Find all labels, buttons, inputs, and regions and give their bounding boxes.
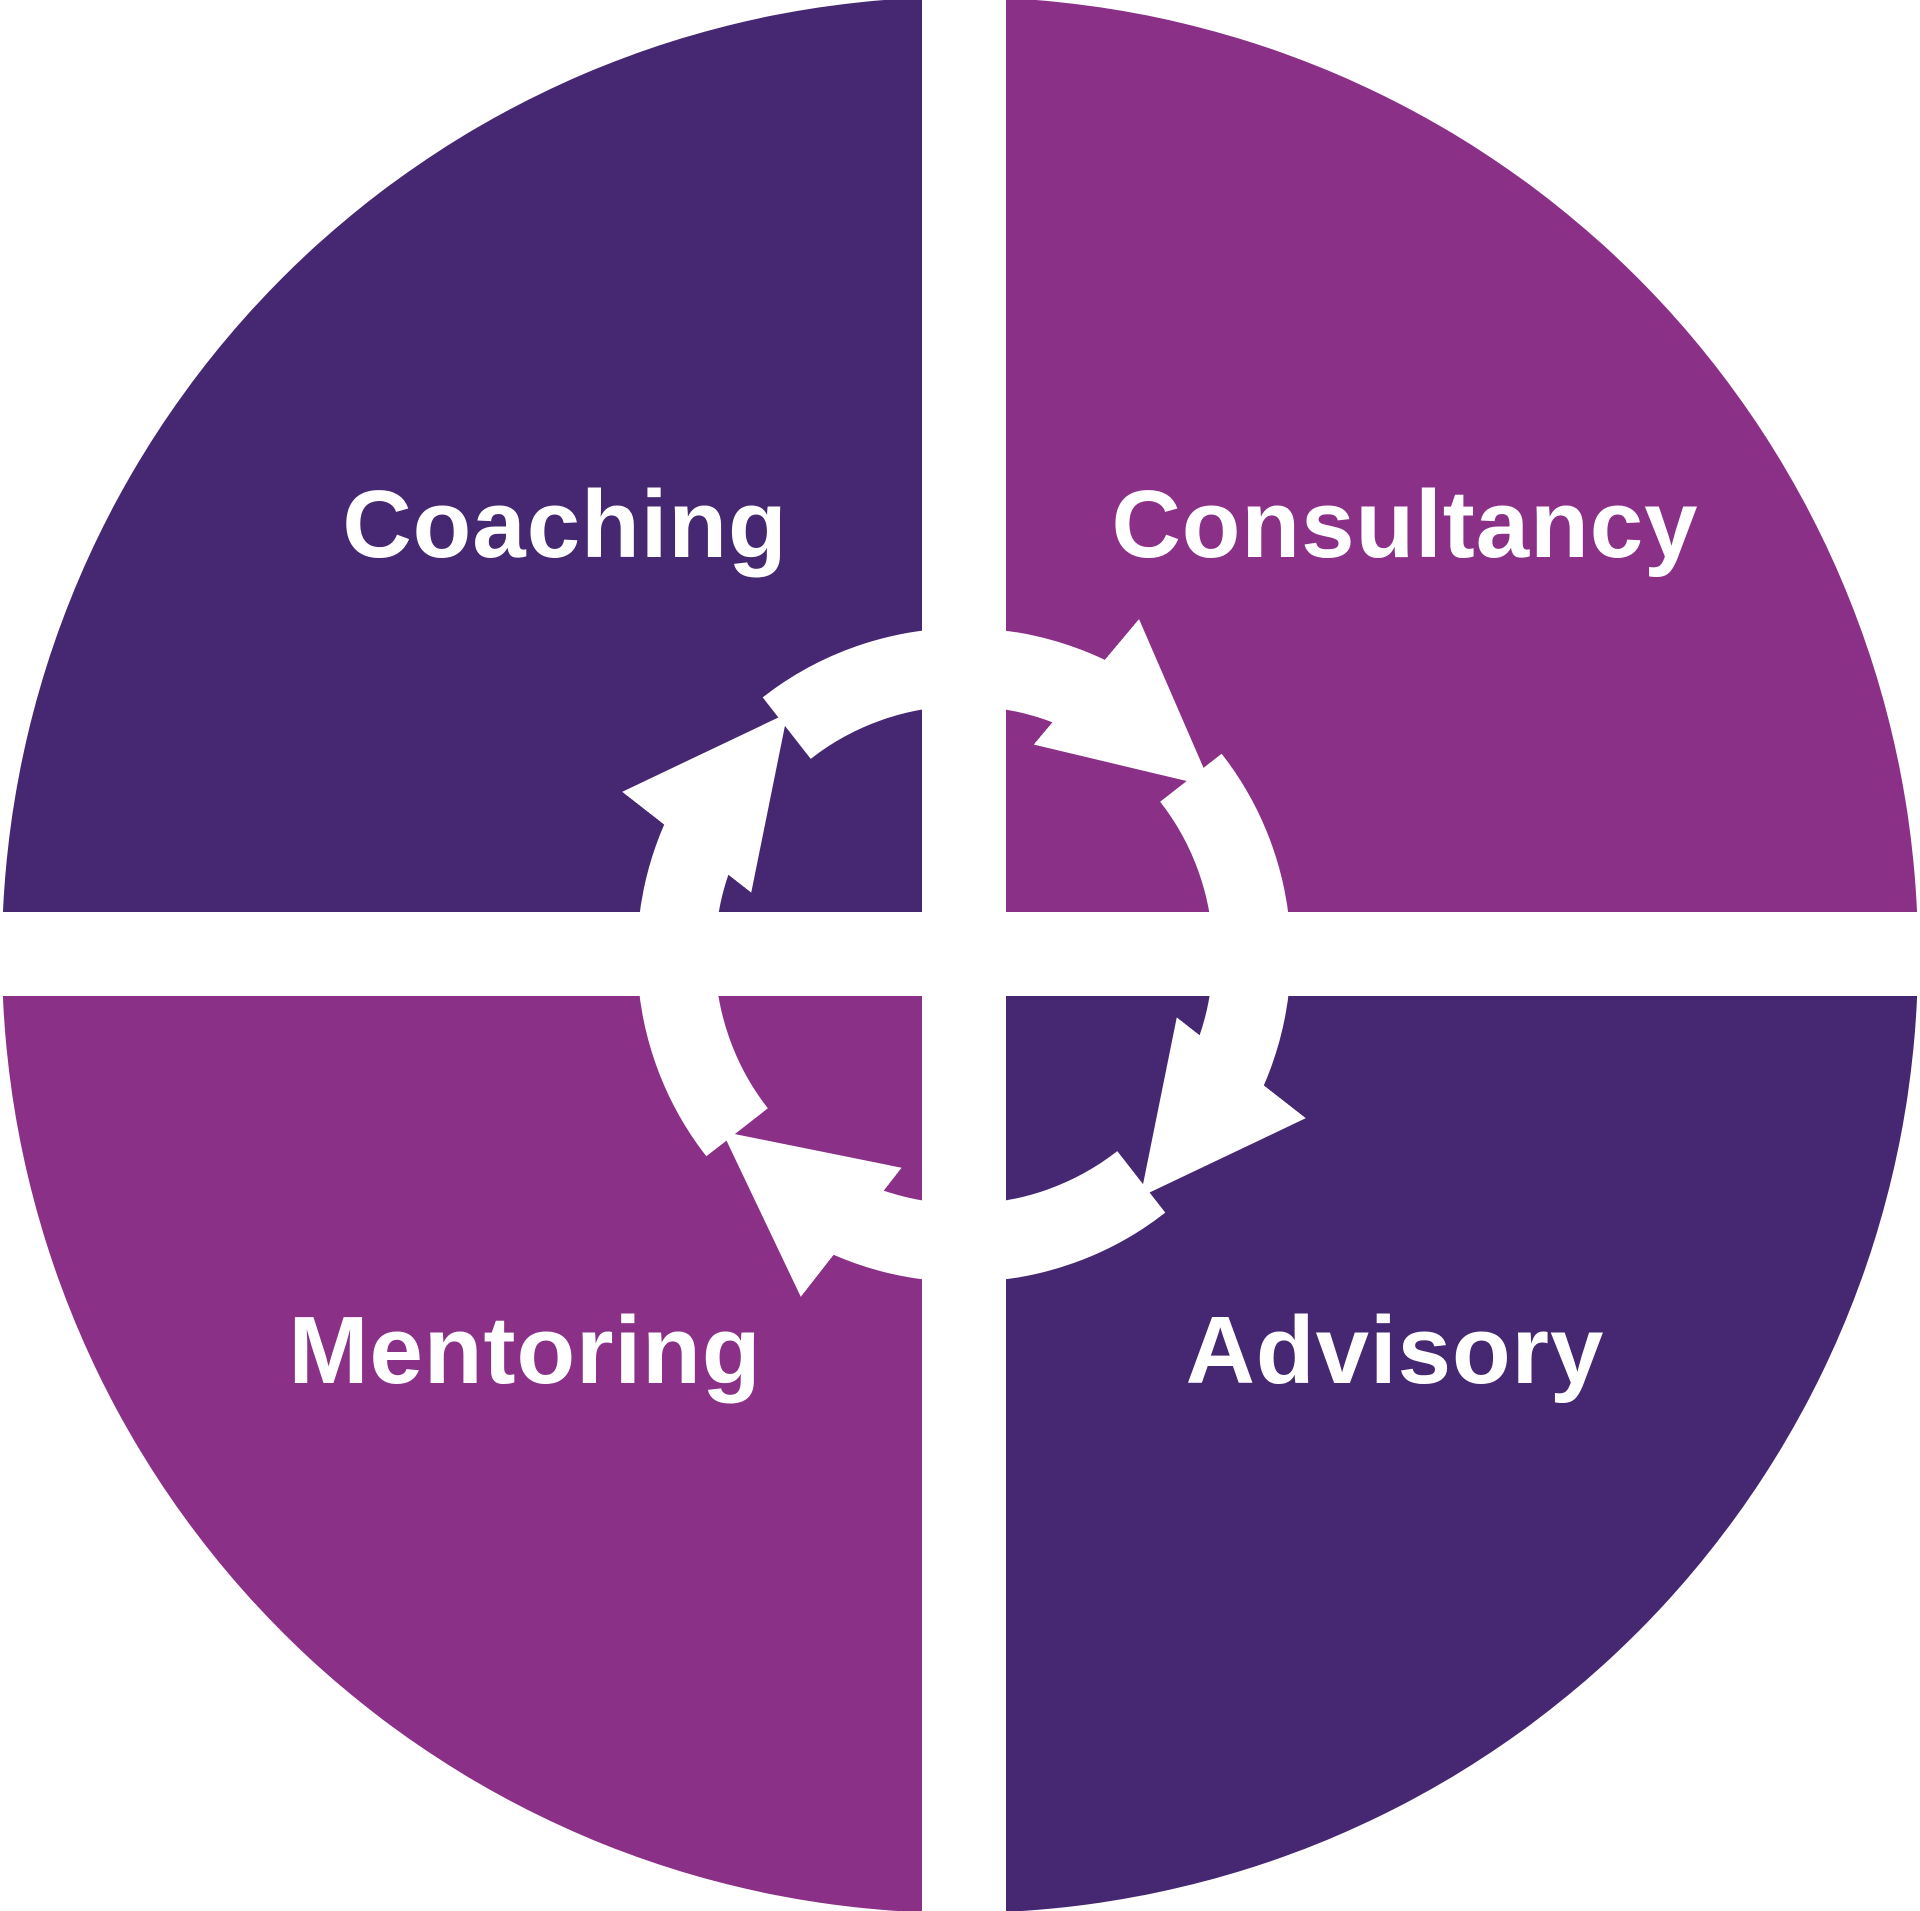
quadrant-mentoring: [2, 996, 922, 1911]
quadrant-coaching: [2, 0, 922, 912]
arrow-advisory-to-mentoring: [722, 1131, 1166, 1297]
quadrant-consultancy: [1006, 0, 1918, 912]
label-mentoring: Mentoring: [289, 1297, 762, 1404]
label-consultancy: Consultancy: [1111, 471, 1698, 578]
quadrant-advisory: [1006, 996, 1918, 1911]
arrow-mentoring-to-coaching: [622, 713, 788, 1157]
arrow-coaching-to-consultancy: [762, 619, 1212, 787]
arrow-consultancy-to-advisory: [1140, 753, 1306, 1197]
label-advisory: Advisory: [1186, 1297, 1605, 1404]
label-coaching: Coaching: [342, 471, 787, 578]
cycle-arrows: [622, 619, 1306, 1297]
